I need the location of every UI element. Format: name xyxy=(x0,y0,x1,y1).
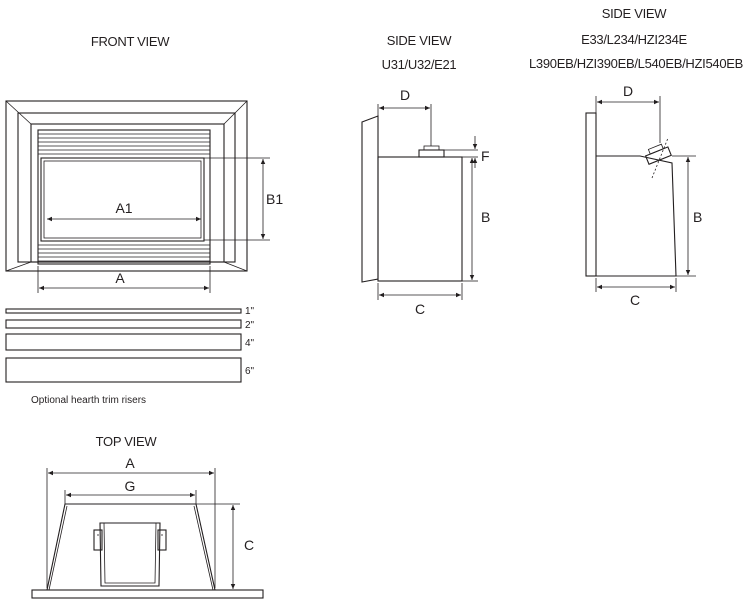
side-view-2: SIDE VIEW E33/L234/HZI234E L390EB/HZI390… xyxy=(529,6,743,308)
side-1-trim-panel xyxy=(361,115,379,283)
hearth-trim-risers: 1" 2" 4" 6" Optional hearth trim risers xyxy=(5,306,255,406)
side-1-vent-collar xyxy=(418,149,445,158)
top-view-title: TOP VIEW xyxy=(96,434,158,449)
riser-1in xyxy=(5,308,242,314)
front-frame-bevel xyxy=(17,112,236,263)
riser-label-1: 1" xyxy=(245,306,255,317)
top-view: TOP VIEW A G C xyxy=(31,434,264,599)
front-outer-frame xyxy=(5,100,248,272)
dim-label-c-side1: C xyxy=(415,301,425,317)
front-inner-frame xyxy=(30,123,225,263)
dim-label-a-front: A xyxy=(115,270,125,286)
dim-label-a1: A1 xyxy=(115,200,132,216)
front-unit-face xyxy=(37,129,211,265)
dim-label-c-side2: C xyxy=(630,292,640,308)
side-view-2-title-3: L390EB/HZI390EB/L540EB/HZI540EB xyxy=(529,56,743,71)
front-upper-grille xyxy=(38,133,210,155)
riser-label-2: 2" xyxy=(245,320,255,331)
side-2-body xyxy=(596,155,677,277)
side-view-1-title-2: U31/U32/E21 xyxy=(382,57,457,72)
riser-label-6: 6" xyxy=(245,366,255,377)
top-trim-plate xyxy=(31,589,264,599)
front-glass-window xyxy=(40,157,205,242)
top-unit-outline xyxy=(46,503,216,591)
dim-label-d-side2: D xyxy=(623,83,633,99)
front-view-title: FRONT VIEW xyxy=(91,34,170,49)
riser-4in xyxy=(5,333,242,351)
side-view-2-title-2: E33/L234/HZI234E xyxy=(581,32,687,47)
side-view-2-title-1: SIDE VIEW xyxy=(602,6,668,21)
dim-label-b1: B1 xyxy=(266,191,283,207)
risers-caption: Optional hearth trim risers xyxy=(31,395,146,406)
riser-6in xyxy=(5,357,242,383)
dim-label-d-side1: D xyxy=(400,87,410,103)
side-view-1: SIDE VIEW U31/U32/E21 D F B C xyxy=(361,33,490,317)
riser-label-4: 4" xyxy=(245,338,255,349)
top-vent-box xyxy=(93,522,167,587)
side-1-body xyxy=(377,156,463,282)
side-view-1-title-1: SIDE VIEW xyxy=(387,33,453,48)
front-view: FRONT VIEW A1 xyxy=(5,34,283,293)
dim-label-a-top: A xyxy=(125,455,135,471)
riser-2in xyxy=(5,319,242,329)
side-2-vent-collar xyxy=(644,143,672,165)
dim-label-g: G xyxy=(125,478,136,494)
dim-label-f: F xyxy=(481,148,490,164)
dim-label-b-side1: B xyxy=(481,209,490,225)
dim-label-c-top: C xyxy=(244,537,254,553)
front-lower-grille xyxy=(38,244,210,262)
dim-label-b-side2: B xyxy=(693,209,702,225)
side-2-trim-panel xyxy=(585,112,597,277)
